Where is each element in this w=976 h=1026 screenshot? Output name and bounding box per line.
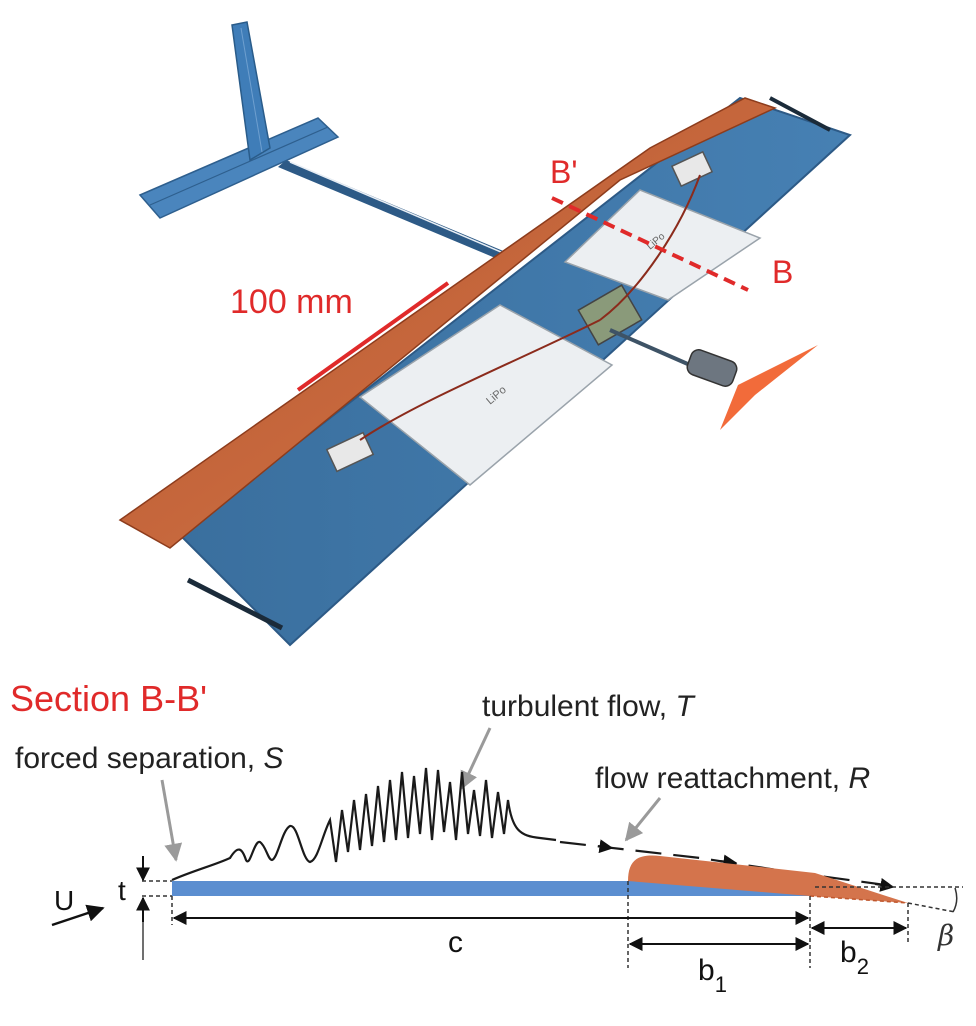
- flow-trace: [171, 767, 557, 882]
- thickness-label: t: [118, 875, 126, 906]
- turbulent-flow-label: turbulent flow, T: [482, 690, 696, 723]
- glider-photo: LiPo LiPo 100 mm B' B: [118, 21, 852, 647]
- section-diagram: Section B-B' forced separation, S turbul…: [10, 678, 963, 997]
- scale-bar: [296, 281, 450, 392]
- vertical-fin: [231, 21, 271, 162]
- freestream-label: U: [54, 885, 74, 916]
- battery-pack-left: [358, 304, 614, 486]
- section-line: [551, 196, 749, 292]
- b2-label: b2: [840, 936, 869, 979]
- separation-pointer: [160, 779, 183, 862]
- streamline-dashes: [559, 840, 894, 888]
- turbulent-pointer: [460, 727, 492, 790]
- b1-label: b1: [698, 954, 727, 997]
- reattachment-label: flow reattachment, R: [595, 762, 870, 795]
- horizontal-stabilizer: [138, 117, 340, 219]
- section-title: Section B-B': [10, 678, 207, 719]
- servo-left: [325, 431, 375, 473]
- chord-label: c: [448, 926, 463, 959]
- motor: [686, 349, 738, 387]
- forced-separation-label: forced separation, S: [15, 742, 284, 775]
- freestream-arrow: [51, 904, 105, 927]
- scale-bar-label: 100 mm: [230, 283, 353, 321]
- flat-plate: [172, 881, 810, 896]
- beta-label: β: [937, 919, 954, 952]
- section-label-end: B: [772, 254, 793, 290]
- flap-profile: [628, 855, 908, 903]
- section-label-start: B': [550, 154, 577, 190]
- reattachment-pointer: [624, 797, 662, 842]
- servo-right: [670, 150, 714, 188]
- propeller: [720, 345, 818, 430]
- fuselage-boom: [278, 160, 520, 265]
- beta-arc: [952, 887, 958, 913]
- leading-edge-flap: [118, 97, 778, 549]
